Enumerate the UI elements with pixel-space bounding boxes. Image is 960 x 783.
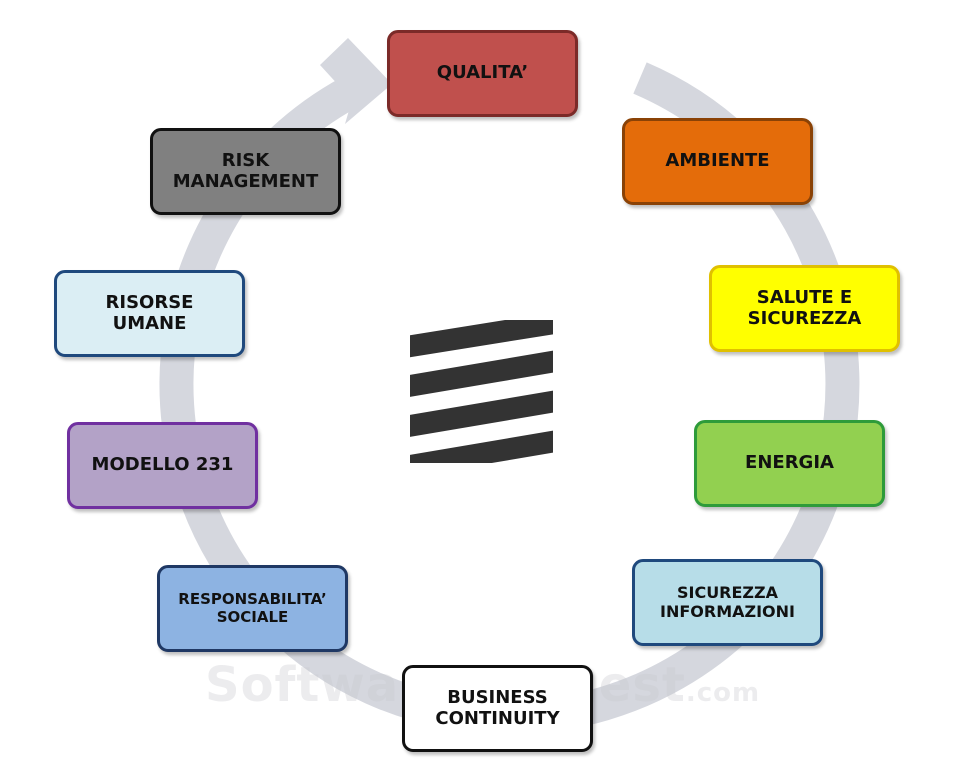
cycle-arrow-head [320,38,392,124]
node-risk-management: RISK MANAGEMENT [150,128,341,215]
node-salute-e-sicurezza: SALUTE E SICUREZZA [709,265,900,352]
node-qualita: QUALITA’ [387,30,578,117]
node-risorse-umane: RISORSE UMANE [54,270,245,357]
node-business-continuity: BUSINESS CONTINUITY [402,665,593,752]
center-logo-icon [410,320,553,463]
node-modello-231: MODELLO 231 [67,422,258,509]
node-responsabilita-sociale: RESPONSABILITA’ SOCIALE [157,565,348,652]
node-energia: ENERGIA [694,420,885,507]
node-sicurezza-informazioni: SICUREZZA INFORMAZIONI [632,559,823,646]
node-ambiente: AMBIENTE [622,118,813,205]
